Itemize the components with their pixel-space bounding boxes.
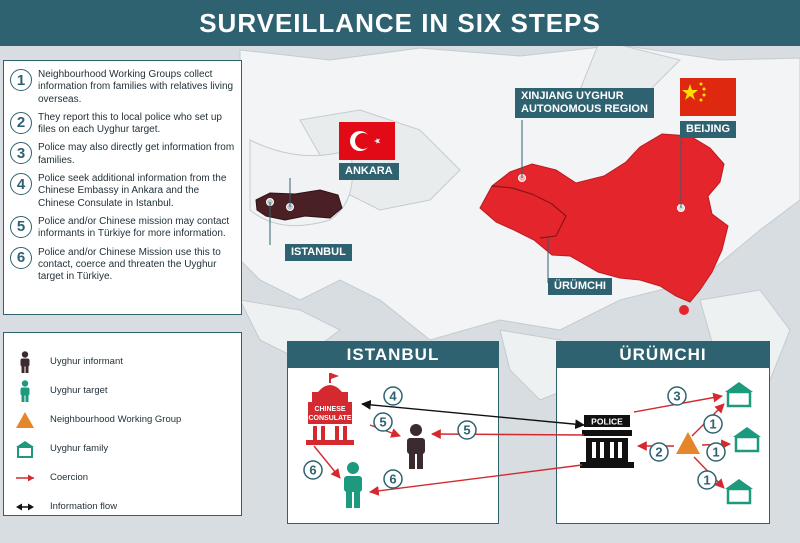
black-arrow-icon [16,503,34,510]
informant-person-icon [20,350,30,373]
step-text: Police seek additional information from … [38,173,227,209]
legend-label: Coercion [50,472,89,483]
steps-list: 1 Neighbourhood Working Groups collect i… [3,60,242,315]
legend-label: Uyghur informant [50,356,123,367]
step-item: 2 They report this to local police who s… [10,111,235,137]
urumchi-map-label: ÜRÜMCHI [548,278,612,295]
step-number: 1 [10,69,32,91]
step-text: Police and/or Chinese mission may contac… [38,215,230,240]
page-title: SURVEILLANCE IN SIX STEPS [199,7,601,38]
xinjiang-label-line2: AUTONOMOUS REGION [521,103,648,115]
china-flag [680,78,736,116]
step-text: Police may also directly get information… [38,142,235,166]
istanbul-panel: ISTANBUL [287,341,499,524]
istanbul-label: ISTANBUL [285,244,352,261]
legend-item: Uyghur target [14,376,231,405]
step-item: 1 Neighbourhood Working Groups collect i… [10,69,235,106]
urumchi-panel: ÜRÜMCHI [556,341,770,524]
xinjiang-label: XINJIANG UYGHUR AUTONOMOUS REGION [515,88,654,118]
step-text: Police and/or Chinese Mission use this t… [38,246,221,283]
legend-label: Neighbourhood Working Group [50,414,182,425]
hainan-island [679,305,689,315]
step-text: They report this to local police who set… [38,111,222,136]
legend-item: Information flow [14,492,231,521]
title-bar: SURVEILLANCE IN SIX STEPS [0,0,800,46]
target-person-icon [20,379,30,402]
step-number: 5 [10,215,32,238]
legend-item: Uyghur family [14,434,231,463]
ankara-label: ANKARA [339,163,399,180]
house-icon [16,440,34,458]
red-arrow-icon [16,474,34,481]
legend-label: Information flow [50,501,118,512]
xinjiang-label-line1: XINJIANG UYGHUR [521,90,624,102]
step-text: Neighbourhood Working Groups collect inf… [38,69,234,105]
turkey-flag [339,122,395,160]
turkey-shape [255,189,343,221]
step-number: 3 [10,142,32,165]
legend-item: Uyghur informant [14,347,231,376]
beijing-label: BEIJING [680,121,737,138]
legend-label: Uyghur target [50,385,108,396]
istanbul-panel-title: ISTANBUL [288,342,498,368]
step-number: 6 [10,246,32,269]
legend-item: Coercion [14,463,231,492]
step-item: 3 Police may also directly get informati… [10,142,235,167]
step-number: 2 [10,111,32,134]
legend: Uyghur informant Uyghur target Neighbour… [3,332,242,516]
legend-item: Neighbourhood Working Group [14,405,231,434]
urumchi-panel-title: ÜRÜMCHI [557,342,769,368]
step-item: 5 Police and/or Chinese mission may cont… [10,215,235,241]
legend-label: Uyghur family [50,443,109,454]
triangle-icon [16,411,34,428]
step-item: 4 Police seek additional information fro… [10,173,235,210]
xinjiang-border [491,185,567,239]
step-item: 6 Police and/or Chinese Mission use this… [10,246,235,284]
step-number: 4 [10,173,32,196]
china-shape [479,133,729,303]
